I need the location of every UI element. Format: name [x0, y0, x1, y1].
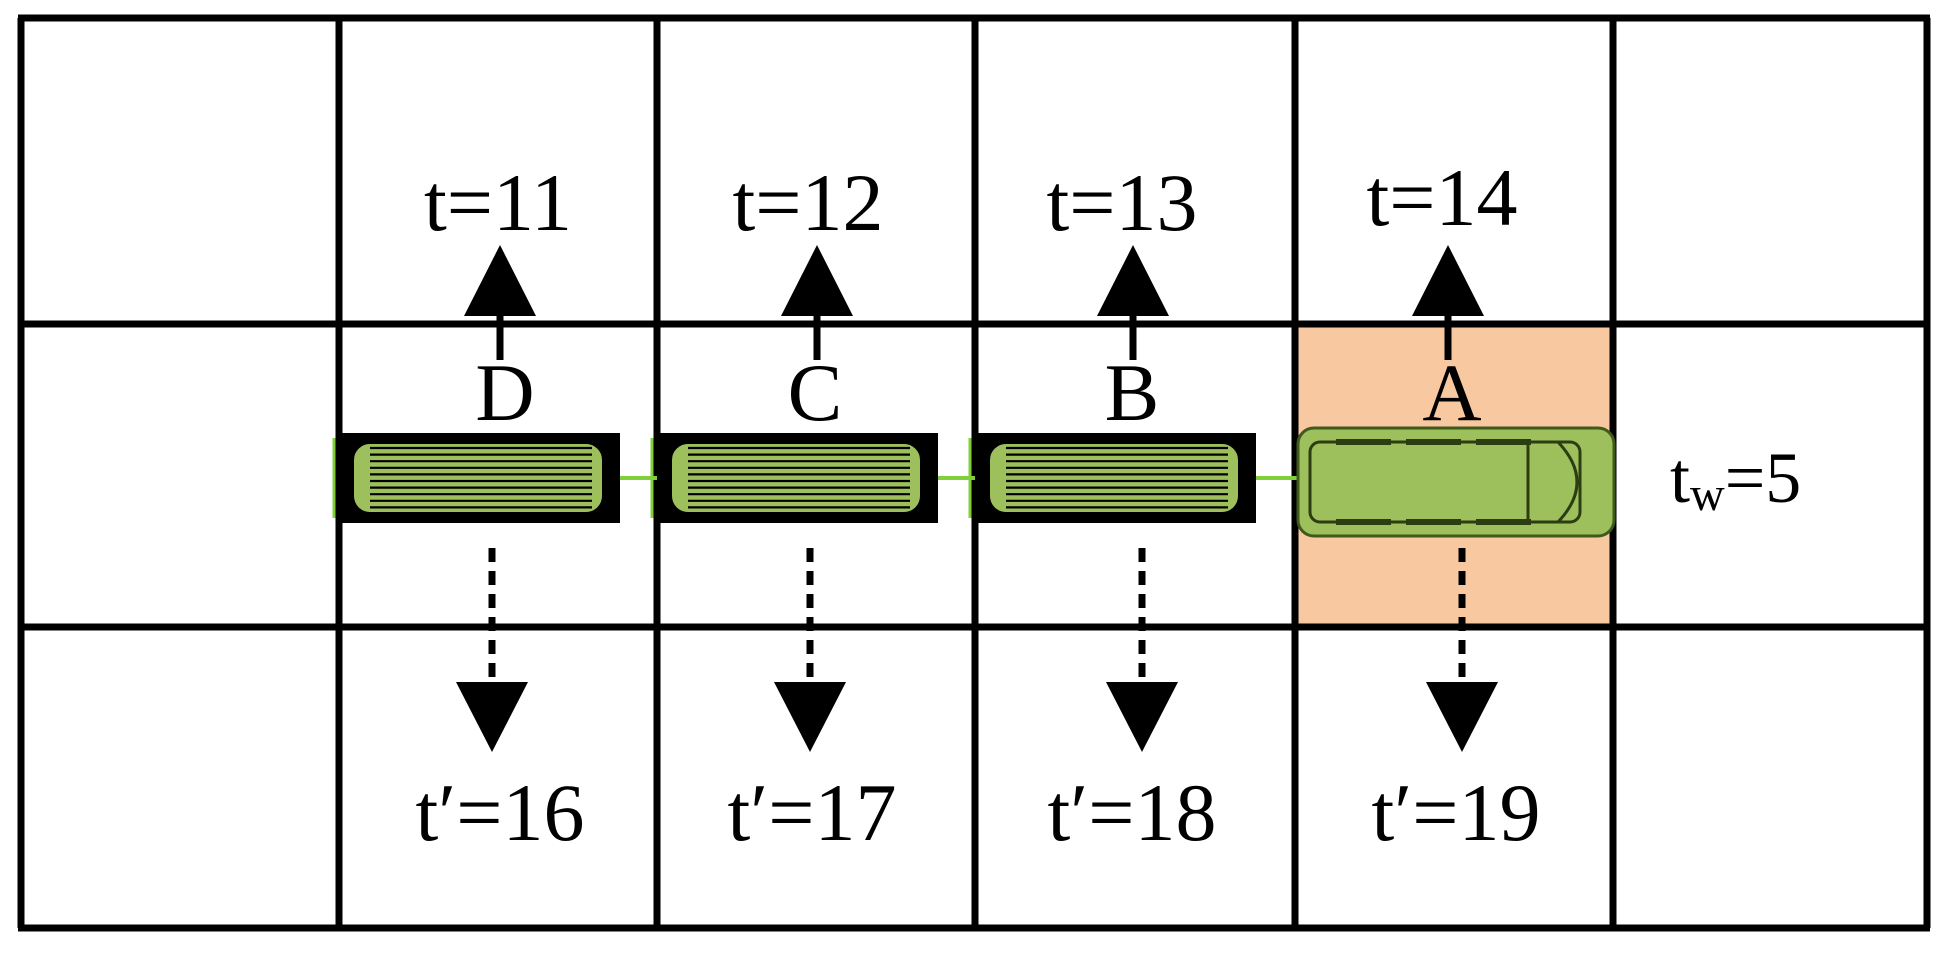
trailer-car-icon: [332, 433, 620, 523]
lead-van-icon: [1296, 426, 1616, 538]
arrow-head: [1426, 682, 1498, 752]
dashed-down-arrow-icon: [1426, 548, 1498, 752]
dashed-down-arrow-icon: [774, 548, 846, 752]
arrow-head: [1106, 682, 1178, 752]
vehicle-b: B t=13 t′=18: [968, 157, 1256, 858]
vehicle-label-c: C: [788, 347, 843, 438]
arrival-time-c: t′=17: [728, 767, 897, 858]
trailer-car-icon: [650, 433, 938, 523]
departure-time-c: t=12: [732, 157, 883, 248]
vehicle-a: A t=14 t′=19: [1296, 152, 1616, 858]
trailer-body-fill: [986, 440, 1242, 516]
wait-time-base: t: [1670, 438, 1690, 518]
arrival-time-a: t′=19: [1372, 767, 1541, 858]
vehicle-label-b: B: [1105, 347, 1160, 438]
arrow-head: [456, 682, 528, 752]
arrow-head: [781, 245, 853, 316]
vehicle-c: C t=12 t′=17: [650, 157, 938, 858]
grid: [17, 14, 1931, 932]
arrow-head: [774, 682, 846, 752]
dashed-down-arrow-icon: [456, 548, 528, 752]
trailer-body-fill: [350, 440, 606, 516]
solid-up-arrow-icon: [781, 245, 853, 360]
dashed-down-arrow-icon: [1106, 548, 1178, 752]
van-body: [1296, 426, 1616, 538]
arrow-head: [1412, 245, 1484, 316]
trailer-car-icon: [968, 433, 1256, 523]
solid-up-arrow-icon: [1412, 245, 1484, 360]
van-hood: [1556, 440, 1579, 524]
solid-up-arrow-icon: [464, 245, 536, 360]
arrival-time-b: t′=18: [1048, 767, 1217, 858]
vehicle-label-d: D: [475, 347, 534, 438]
departure-time-b: t=13: [1046, 157, 1197, 248]
solid-up-arrow-icon: [1097, 245, 1169, 360]
arrival-time-d: t′=16: [416, 767, 585, 858]
vehicle-label-a: A: [1422, 347, 1481, 438]
wait-time-subscript: w: [1690, 468, 1725, 521]
vehicle-d: D t=11 t′=16: [332, 157, 620, 858]
trailer-body-fill: [668, 440, 924, 516]
arrow-head: [1097, 245, 1169, 316]
departure-time-d: t=11: [424, 157, 572, 248]
wait-time-label: tw=5: [1670, 438, 1801, 521]
departure-time-a: t=14: [1366, 152, 1517, 243]
arrow-head: [464, 245, 536, 316]
wait-time-value: =5: [1725, 438, 1802, 518]
